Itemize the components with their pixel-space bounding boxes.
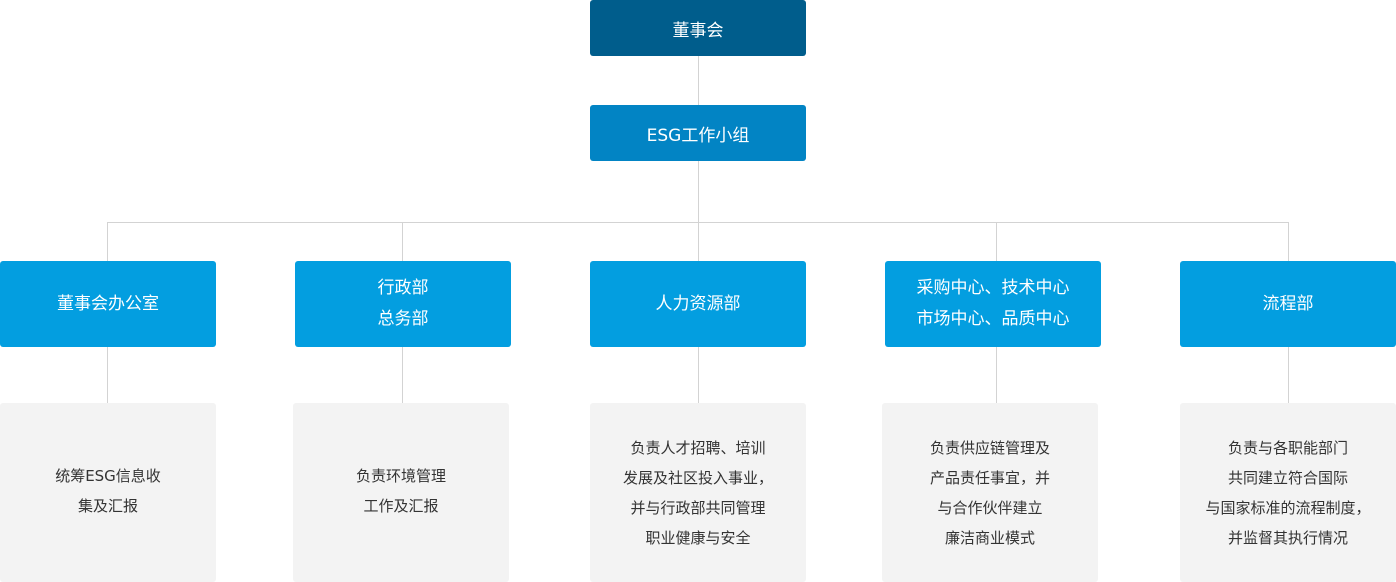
- duty-text: 与国家标准的流程制度，: [1205, 498, 1371, 517]
- connector-duty-5: [1288, 347, 1289, 403]
- dept-node-hr: 人力资源部: [590, 261, 806, 347]
- connector-duty-1: [107, 347, 108, 403]
- duty-text: 共同建立符合国际: [1227, 468, 1348, 487]
- duty-text: 廉洁商业模式: [944, 528, 1035, 547]
- connector-drop-4: [996, 222, 997, 261]
- connector-duty-2: [402, 347, 403, 403]
- duty-text: 并与行政部共同管理: [630, 498, 766, 517]
- duty-box-admin: 负责环境管理 工作及汇报: [293, 403, 509, 582]
- duty-box-centers: 负责供应链管理及 产品责任事宜，并 与合作伙伴建立 廉洁商业模式: [882, 403, 1098, 582]
- dept-label: 总务部: [377, 309, 429, 329]
- dept-label: 流程部: [1262, 293, 1314, 314]
- dept-label: 采购中心、技术中心: [916, 278, 1070, 298]
- dept-label: 行政部: [377, 278, 429, 298]
- connector-esg-trunk: [698, 161, 699, 223]
- connector-drop-2: [402, 222, 403, 261]
- duty-text: 工作及汇报: [363, 496, 439, 515]
- connector-drop-1: [107, 222, 108, 261]
- dept-node-admin: 行政部 总务部: [295, 261, 511, 347]
- duty-text: 负责环境管理: [355, 466, 446, 485]
- dept-label: 人力资源部: [655, 293, 741, 314]
- duty-text: 并监督其执行情况: [1227, 528, 1348, 547]
- connector-board-esg: [698, 56, 699, 105]
- connector-duty-4: [996, 347, 997, 403]
- duty-text: 负责供应链管理及: [929, 438, 1050, 457]
- dept-node-centers: 采购中心、技术中心 市场中心、品质中心: [885, 261, 1101, 347]
- dept-node-board-office: 董事会办公室: [0, 261, 216, 347]
- dept-label: 董事会办公室: [57, 293, 159, 314]
- board-node: 董事会: [590, 0, 806, 56]
- dept-node-process: 流程部: [1180, 261, 1396, 347]
- connector-duty-3: [698, 347, 699, 403]
- connector-drop-5: [1288, 222, 1289, 261]
- duty-box-process: 负责与各职能部门 共同建立符合国际 与国家标准的流程制度， 并监督其执行情况: [1180, 403, 1396, 582]
- duty-box-hr: 负责人才招聘、培训 发展及社区投入事业， 并与行政部共同管理 职业健康与安全: [590, 403, 806, 582]
- duty-text: 与合作伙伴建立: [937, 498, 1043, 517]
- connector-drop-3: [698, 222, 699, 261]
- duty-box-board-office: 统筹ESG信息收 集及汇报: [0, 403, 216, 582]
- duty-text: 产品责任事宜，并: [929, 468, 1050, 487]
- dept-label: 市场中心、品质中心: [916, 309, 1070, 329]
- duty-text: 发展及社区投入事业，: [622, 468, 773, 487]
- duty-text: 负责与各职能部门: [1227, 438, 1348, 457]
- duty-text: 职业健康与安全: [645, 528, 751, 547]
- esg-group-node: ESG工作小组: [590, 105, 806, 161]
- duty-text: 负责人才招聘、培训: [630, 438, 766, 457]
- duty-text: 集及汇报: [77, 496, 138, 515]
- duty-text: 统筹ESG信息收: [55, 466, 161, 485]
